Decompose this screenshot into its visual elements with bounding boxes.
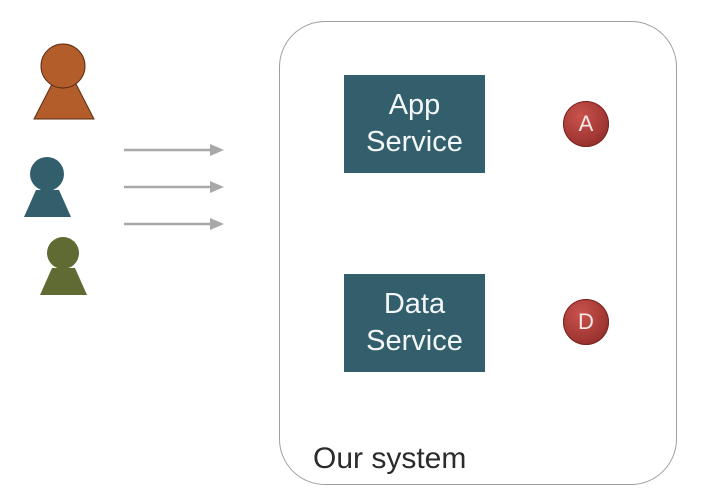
arrow-2: [124, 181, 224, 193]
data-service-line1: Data: [383, 287, 446, 320]
data-service-box: Data Service: [344, 274, 485, 372]
app-service-line1: App: [388, 88, 441, 121]
app-service-badge: A: [563, 101, 609, 147]
system-label: Our system: [313, 442, 467, 475]
app-service-box: App Service: [344, 75, 485, 173]
arrow-3: [124, 218, 224, 230]
user-icon-orange: [33, 43, 95, 120]
arrow-1: [124, 144, 224, 156]
user-icon-olive: [40, 237, 87, 295]
data-badge-label: D: [578, 309, 594, 334]
app-badge-label: A: [578, 111, 594, 136]
user-icon-teal: [24, 157, 71, 217]
app-service-line2: Service: [366, 126, 463, 158]
data-service-badge: D: [563, 299, 609, 345]
data-service-line2: Service: [366, 325, 463, 357]
